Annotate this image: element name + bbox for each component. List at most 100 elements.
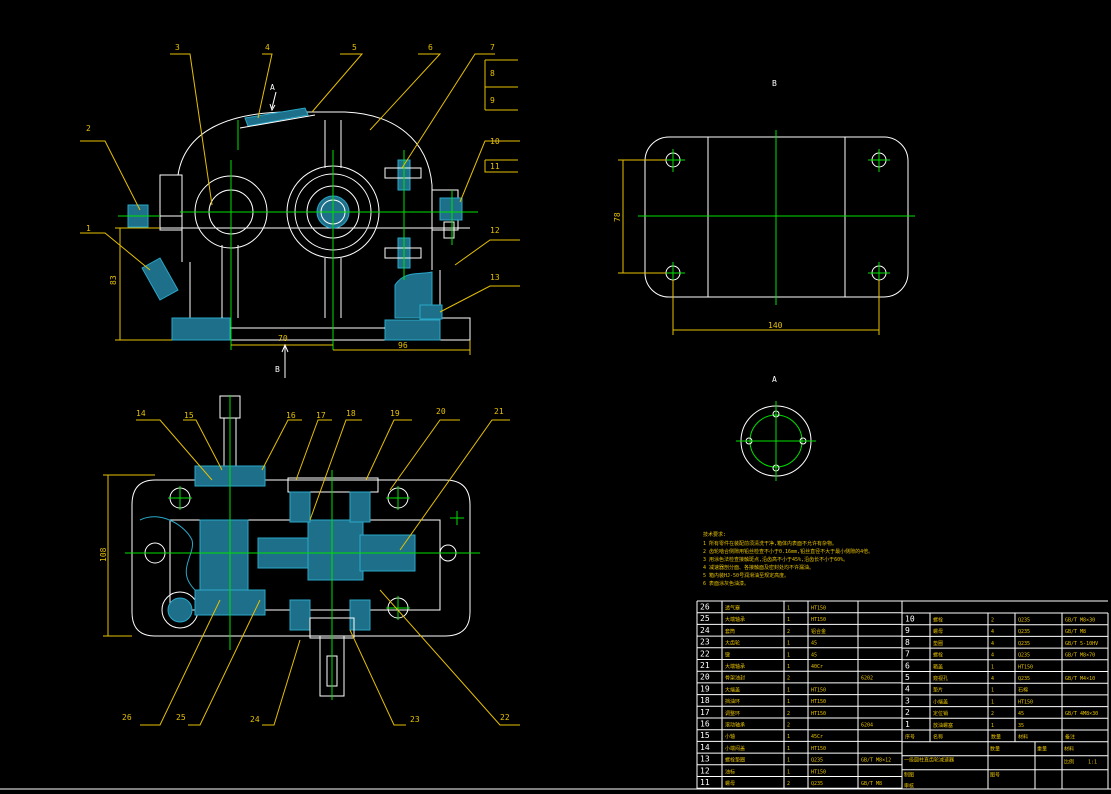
bom-row-no: 6 <box>905 661 910 670</box>
balloon-8: 8 <box>490 69 495 78</box>
bom-row-note: GB/T M8×70 <box>1065 653 1095 659</box>
balloon-6: 6 <box>428 43 433 52</box>
bom-row-material: Q235 <box>1018 629 1030 635</box>
dim-front-70: 70 <box>278 334 288 343</box>
bom-row-material: Q235 <box>1018 641 1030 647</box>
bom-row-qty: 2 <box>991 618 994 624</box>
bom-row-qty: 2 <box>991 711 994 717</box>
title-block-sheet: 图号 <box>990 773 1000 779</box>
note-line: 2 齿轮啮合侧隙用铅丝检查不小于0.16mm,铅丝直径不大于最小侧隙的4倍。 <box>703 548 873 555</box>
bom-row-no: 11 <box>700 778 710 787</box>
bom-row-no: 21 <box>700 661 710 670</box>
bom-row-material: Q235 <box>1018 653 1030 659</box>
front-view-labels: 3 4 5 6 7 8 9 10 11 12 13 2 1 A B 83 70 … <box>86 43 500 374</box>
view-b-title: B <box>772 79 777 88</box>
balloon-23: 23 <box>410 715 420 724</box>
view-b: B 78 140 <box>613 79 915 335</box>
bom-row-no: 17 <box>700 708 710 717</box>
bom-header-cell: 数量 <box>991 734 1001 741</box>
bom-row-name: 套筒 <box>725 628 735 635</box>
balloon-1: 1 <box>86 224 91 233</box>
bom-row-note: 6204 <box>861 723 873 729</box>
bom-row-qty: 2 <box>787 711 790 717</box>
balloon-13: 13 <box>490 273 500 282</box>
bom-row-qty: 1 <box>787 769 790 775</box>
bom-row-note: 6202 <box>861 676 873 682</box>
bom-row-no: 5 <box>905 673 910 682</box>
bom-row-no: 25 <box>700 614 710 623</box>
bom-row-material: HT150 <box>1018 699 1033 705</box>
bom-row-no: 19 <box>700 684 710 693</box>
bom-row-material: HT150 <box>811 687 826 693</box>
bom-row-qty: 1 <box>787 687 790 693</box>
bom-row-name: 箱盖 <box>933 663 943 670</box>
bom-row-material: Q235 <box>811 781 823 787</box>
bom-row-note: GB/T 4M8×30 <box>1065 711 1098 717</box>
note-line: 3 用涂色法检查接触斑点,沿齿高不小于45%,沿齿长不小于60%。 <box>703 556 848 563</box>
title-block-material: 材料 <box>1064 746 1074 753</box>
bom-row-qty: 2 <box>787 629 790 635</box>
title-block-qty: 数量 <box>990 746 1000 753</box>
bom-row-no: 4 <box>905 685 910 694</box>
balloon-21: 21 <box>494 407 504 416</box>
front-view <box>80 53 520 378</box>
technical-notes: 技术要求: 1 所有零件在装配前须清洗干净,箱体内表面不允许有杂物。 2 齿轮啮… <box>703 531 873 587</box>
bom-row-name: 挡油环 <box>725 698 740 705</box>
balloon-3: 3 <box>175 43 180 52</box>
note-line: 1 所有零件在装配前须清洗干净,箱体内表面不允许有杂物。 <box>703 540 837 547</box>
plan-view-labels: 14 15 16 17 18 19 20 21 26 25 24 23 22 1… <box>99 407 510 724</box>
bom-row-qty: 1 <box>787 617 790 623</box>
balloon-9: 9 <box>490 96 495 105</box>
note-line: 4 减速器剖分面、各接触面及密封处均不许漏油。 <box>703 564 814 571</box>
bom-row-qty: 1 <box>991 688 994 694</box>
bom-row-name: 螺栓垫圈 <box>725 757 745 764</box>
balloon-19: 19 <box>390 409 400 418</box>
bom-row-material: HT150 <box>811 769 826 775</box>
bom-row-no: 12 <box>700 766 710 775</box>
bom-header-cell: 材料 <box>1018 734 1028 741</box>
bom-row-material: Q235 <box>811 758 823 764</box>
bom-row-qty: 2 <box>787 676 790 682</box>
bom-row-name: 定位销 <box>933 710 948 717</box>
bom-row-name: 放油螺塞 <box>933 722 953 729</box>
bom-row-qty: 1 <box>787 758 790 764</box>
bom-row-name: 键 <box>725 651 730 658</box>
bom-row-material: HT150 <box>811 711 826 717</box>
bom-row-name: 骨架油封 <box>725 675 745 682</box>
bom-row-name: 螺母 <box>933 628 943 635</box>
balloon-25: 25 <box>176 713 186 722</box>
bom-row-name: 大端盖 <box>725 686 740 693</box>
bom-row-name: 大端轴承 <box>725 663 745 670</box>
arrow-b-label: B <box>275 365 280 374</box>
bom-row-name: 螺栓 <box>933 652 943 659</box>
bom-row-no: 16 <box>700 720 710 729</box>
bom-row-qty: 1 <box>991 723 994 729</box>
bom-row-qty: 1 <box>787 606 790 612</box>
note-line: 5 箱内装HJ-50号润滑油至规定高度。 <box>703 572 789 579</box>
bom-row-material: 35 <box>1018 723 1024 729</box>
balloon-16: 16 <box>286 411 296 420</box>
bom-header-cell: 备注 <box>1065 734 1075 741</box>
view-a: A <box>736 375 816 481</box>
bom-row-note: GB/T M8 <box>1065 629 1086 635</box>
bom-row-qty: 1 <box>787 699 790 705</box>
dim-front-96: 96 <box>398 341 408 350</box>
balloon-10: 10 <box>490 137 500 146</box>
balloon-11: 11 <box>490 162 500 171</box>
title-block-weight: 重量 <box>1037 746 1047 753</box>
bom-row-material: Q235 <box>1018 618 1030 624</box>
bom-row-qty: 1 <box>991 699 994 705</box>
balloon-26: 26 <box>122 713 132 722</box>
bom-row-qty: 1 <box>787 652 790 658</box>
bom-row-material: 45Cr <box>811 734 823 740</box>
title-block-scale-value: 1:1 <box>1088 760 1097 766</box>
arrow-a-label: A <box>270 83 275 92</box>
bom-row-material: 石棉 <box>1018 687 1028 694</box>
title-block-title: 一级圆柱直齿轮减速器 <box>904 757 954 764</box>
bom-row-material: 45 <box>1018 711 1024 717</box>
bom-row-note: GB/T M4×10 <box>1065 676 1095 682</box>
bom-row-name: 螺母 <box>725 780 735 787</box>
view-a-title: A <box>772 375 777 384</box>
bom-row-qty: 2 <box>787 781 790 787</box>
